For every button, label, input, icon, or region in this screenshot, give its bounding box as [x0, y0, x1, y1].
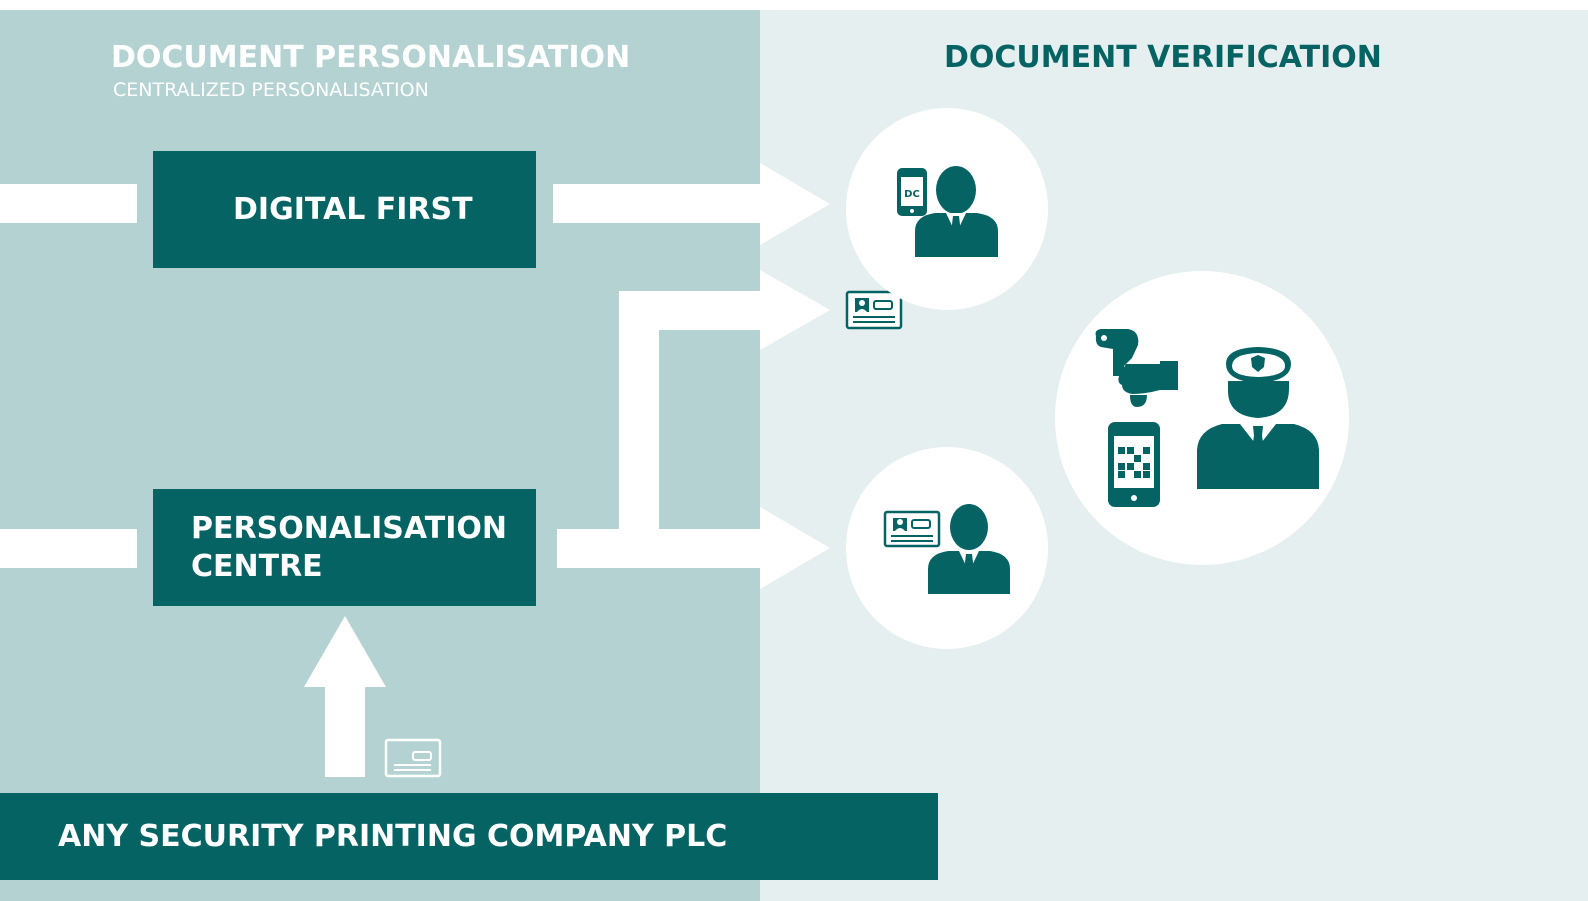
dc-badge-text: DC	[904, 189, 920, 200]
id-card-icon	[845, 290, 903, 330]
digital-first-label: DIGITAL FIRST	[233, 192, 473, 227]
printing-company-label: ANY SECURITY PRINTING COMPANY PLC	[58, 819, 728, 854]
input-stub-bottom	[0, 529, 137, 568]
blank-card-icon	[384, 738, 442, 778]
personalisation-centre-box: PERSONALISATION CENTRE	[153, 489, 536, 606]
printing-company-box: ANY SECURITY PRINTING COMPANY PLC	[0, 793, 938, 880]
police-officer-icon	[1197, 347, 1319, 489]
arrow-digital-first	[553, 163, 830, 245]
personalisation-subtitle: CENTRALIZED PERSONALISATION	[113, 79, 429, 101]
phone-qr-code-icon	[1108, 422, 1160, 507]
mobile-credential-holder-node: DC	[846, 108, 1048, 310]
input-stub-top	[0, 184, 137, 223]
verification-title: DOCUMENT VERIFICATION	[944, 40, 1382, 75]
person-icon	[928, 504, 1010, 594]
person-icon	[915, 166, 998, 257]
barcode-scanner-icon	[1095, 329, 1178, 407]
document-verifier-node	[1055, 271, 1349, 565]
personalisation-title: DOCUMENT PERSONALISATION	[111, 40, 631, 75]
personalisation-centre-label-line2: CENTRE	[191, 548, 323, 584]
arrow-up-printing	[304, 616, 386, 777]
id-card-icon	[883, 510, 941, 548]
id-card-holder-node	[846, 447, 1048, 649]
smartphone-dc-icon: DC	[897, 168, 927, 216]
arrow-personalisation-centre	[557, 507, 830, 589]
personalisation-centre-label-line1: PERSONALISATION	[191, 510, 508, 546]
digital-first-box: DIGITAL FIRST	[153, 151, 536, 268]
arrow-branch-card	[619, 270, 830, 531]
